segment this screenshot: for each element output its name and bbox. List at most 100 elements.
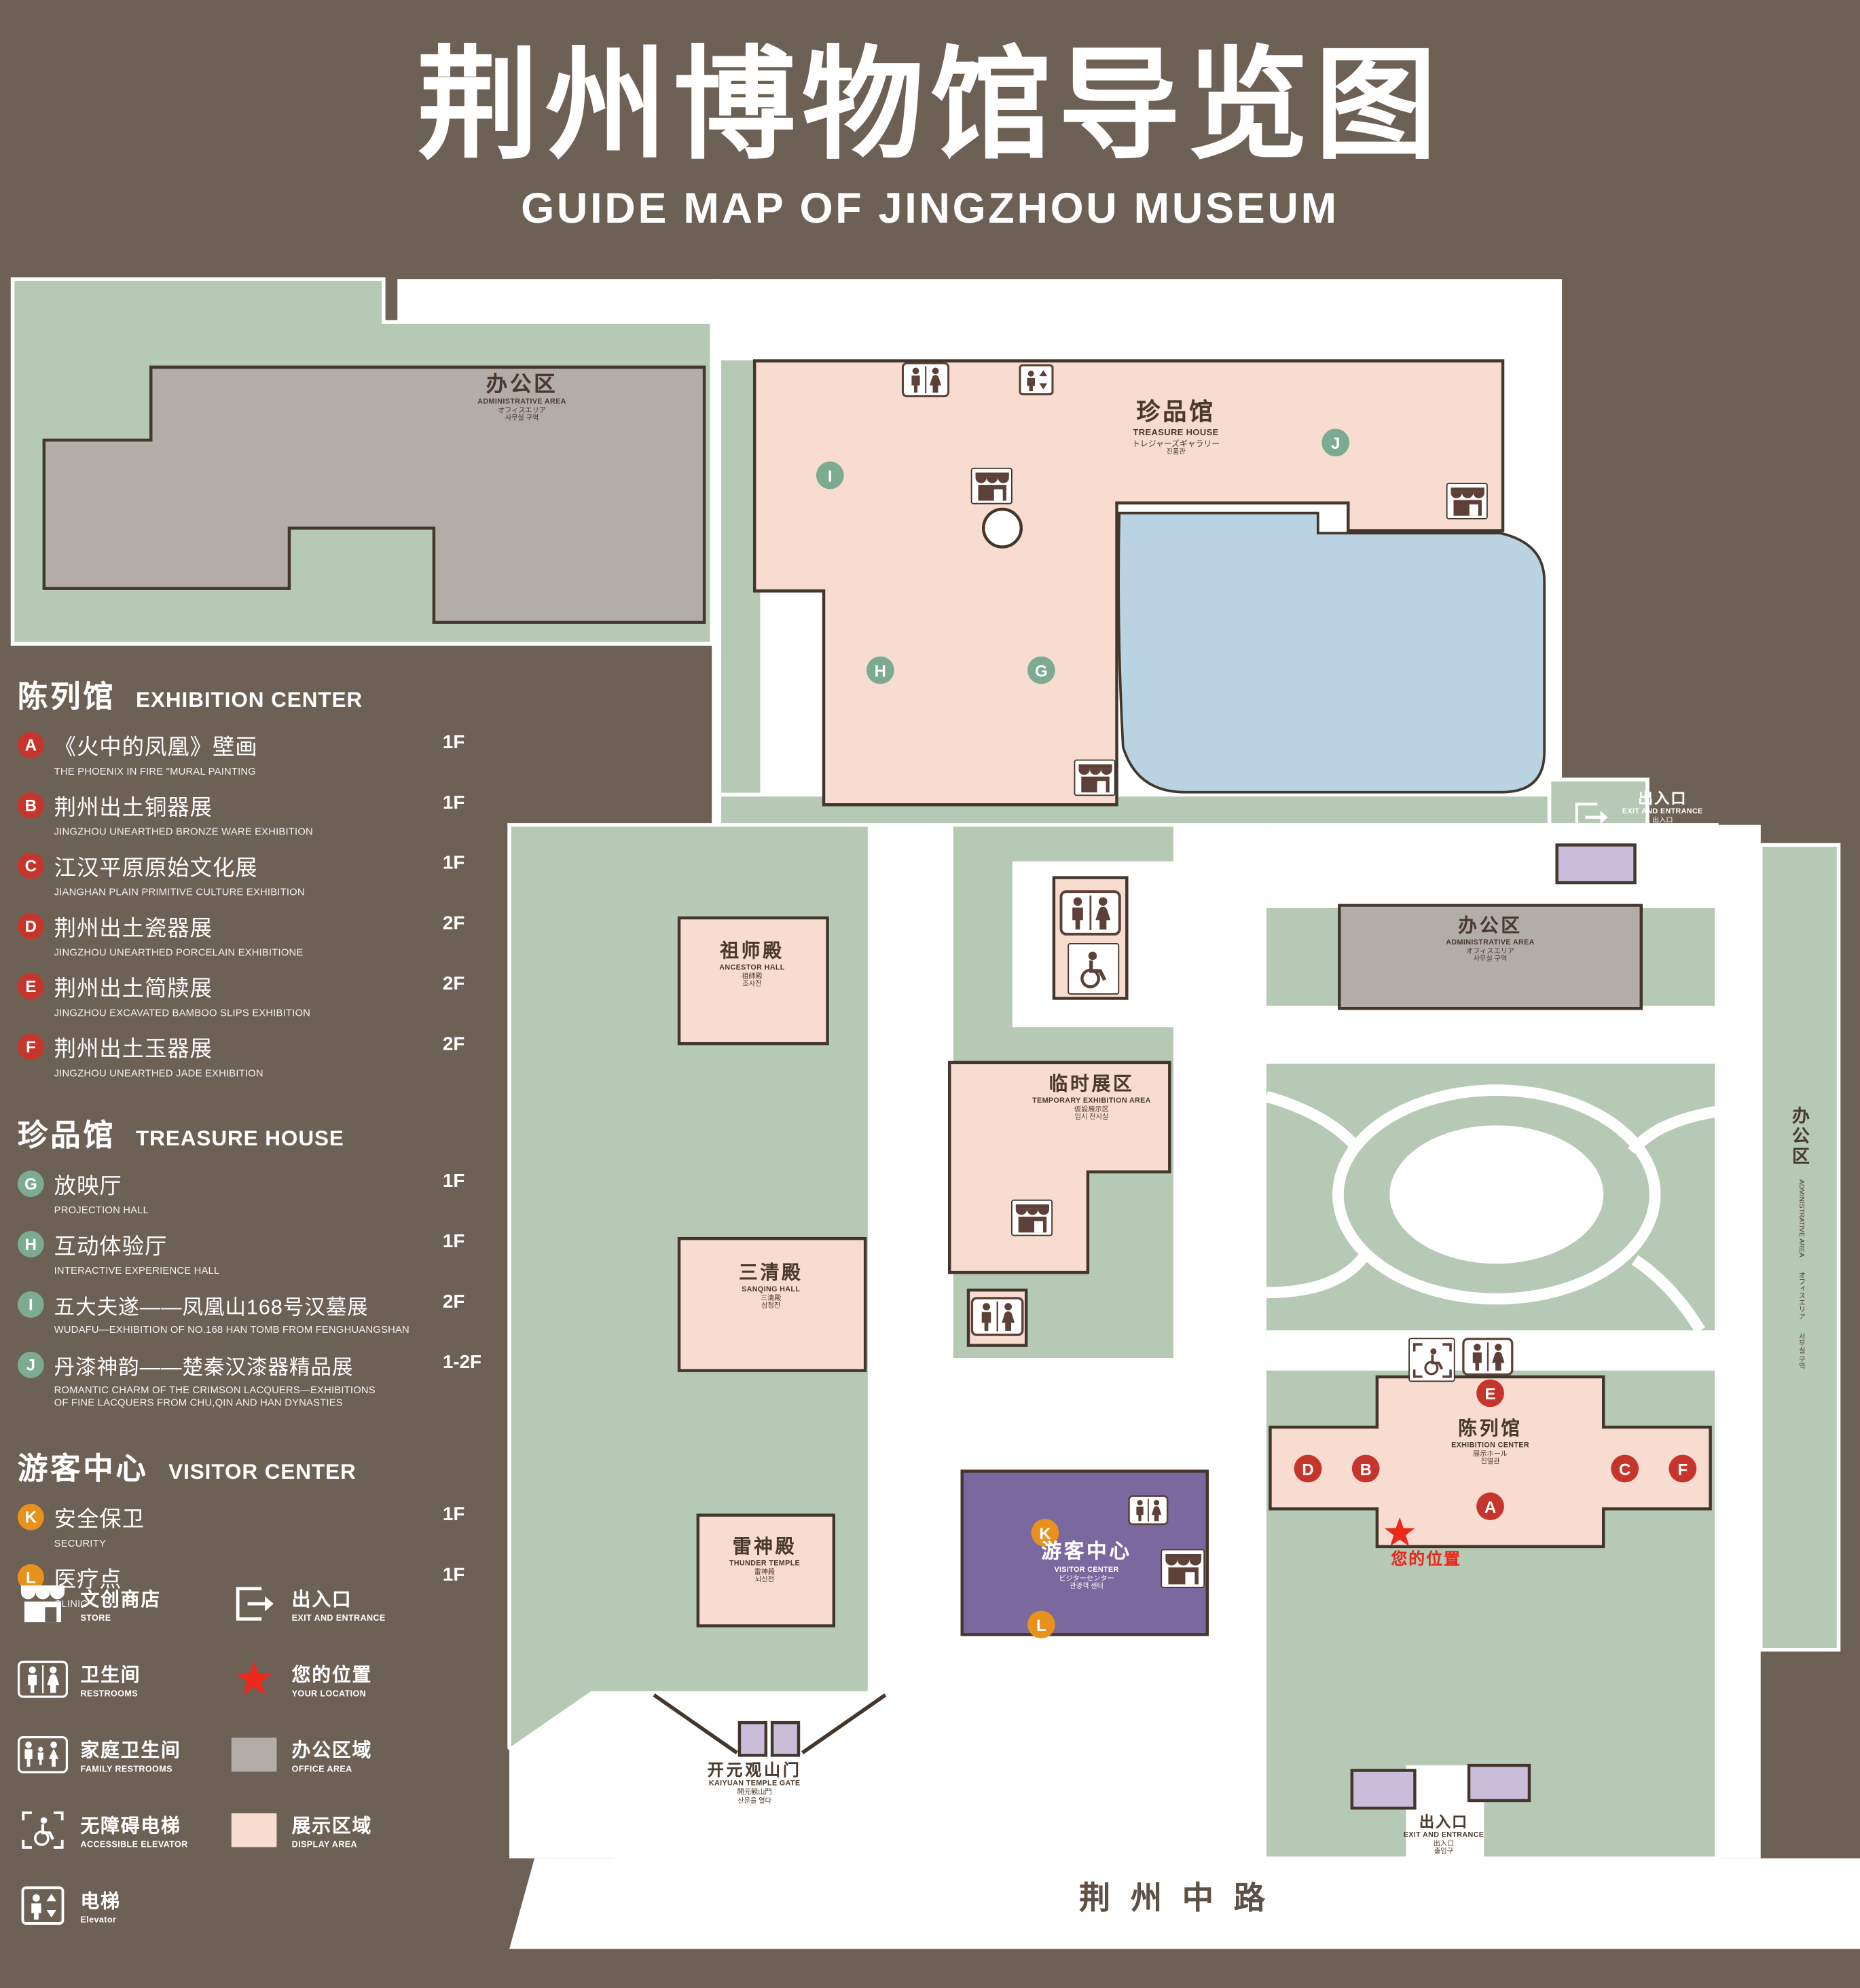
marker-badge-B: B [17,792,44,819]
admin-building-topleft [42,365,706,624]
legend-exit: 出入口 EXIT AND ENTRANCE [229,1584,449,1623]
ancestor-hall-building [677,916,829,1046]
marker-badge-K: K [17,1503,44,1530]
pond [1117,511,1546,794]
list-item-B: B 荆州出土铜器展 JINGZHOU UNEARTHED BRONZE WARE… [17,791,515,851]
label-road: 荆州中路 [1078,1881,1285,1917]
map-marker-D: D [1294,1454,1322,1483]
label-exhibition-center: 陈列馆 EXHIBITION CENTER 展示ホール 진열관 [1451,1418,1529,1467]
section-header: 陈列馆 EXHIBITION CENTER [17,680,363,714]
elevator-icon [1019,362,1054,397]
marker-badge-C: C [17,852,44,879]
thunder-temple-building [696,1513,836,1627]
list-item-D: D 荆州出土瓷器展 JINGZHOU UNEARTHED PORCELAIN E… [17,912,515,972]
restroom-icon [900,362,951,398]
legend-elevator: 电梯 Elevator [18,1886,238,1925]
label-temporary-exhibition: 临时展区 TEMPORARY EXHIBITION AREA 仮設展示区 임시 … [1032,1073,1151,1122]
map-marker-F: F [1668,1454,1697,1483]
map-marker-B: B [1351,1454,1380,1483]
sanqing-hall-building [677,1236,867,1372]
store-icon [1010,1199,1053,1236]
exit-icon [229,1584,279,1623]
poster-title: 荆州博物馆导览图 [416,36,1444,174]
treasure-house-building [752,359,1505,807]
accessible-elevator-icon [18,1811,68,1849]
legend-grid: 文创商店 STORE 出入口 EXIT AND ENTRANCE 卫生间 RES… [17,1575,515,1977]
your-location-star-icon [1383,1516,1416,1549]
rotunda [981,507,1023,549]
legend-display-area: 展示区域 DISPLAY AREA [229,1811,449,1849]
road [509,1858,1860,1949]
store-icon [970,467,1013,504]
label-treasure-house: 珍品馆 TREASURE HOUSE トレジャーズギャラリー 진품관 [1132,399,1220,457]
map-marker-I: I [816,461,844,490]
buildings [42,359,1712,1810]
store-icon [1074,759,1116,796]
label-ancestor-hall: 祖师殿 ANCESTOR HALL 祖師殿 조사전 [719,940,785,989]
map-marker-C: C [1611,1454,1639,1483]
marker-badge-D: D [17,913,44,940]
display-area-swatch [229,1811,279,1849]
label-thunder-temple: 雷神殿 THUNDER TEMPLE 雷神殿 뇌신전 [729,1536,801,1585]
list-item-F: F 荆州出土玉器展 JINGZHOU UNEARTHED JADE EXHIBI… [17,1032,515,1092]
label-your-location: 您的位置 [1391,1549,1461,1568]
marker-badge-A: A [17,731,44,758]
section-exhibition-center: 陈列馆 EXHIBITION CENTER A 《火中的凤凰》壁画 THE PH… [17,671,515,1092]
label-exit-top: 出入口 EXIT AND ENTRANCE 出入口 출입구 [1622,790,1703,833]
marker-badge-G: G [17,1171,44,1198]
marker-badge-J: J [17,1351,44,1378]
exit-top-structure [1555,843,1637,885]
map-marker-E: E [1476,1379,1504,1407]
legend-restrooms: 卫生间 RESTROOMS [17,1660,238,1699]
gate-walls [653,1693,887,1754]
restroom-icon [1128,1494,1169,1526]
marker-badge-H: H [17,1231,44,1257]
poster-subtitle: GUIDE MAP OF JINGZHOU MUSEUM [521,185,1339,233]
admin-building-right [1338,904,1643,1010]
label-admin-topleft: 办公区 ADMINISTRATIVE AREA オフィスエリア 사무실 구역 [477,372,566,423]
section-header: 珍品馆 TREASURE HOUSE [17,1119,344,1154]
legend-store: 文创商店 STORE [18,1584,238,1623]
label-admin-right: 办公区 ADMINISTRATIVE AREA オフィスエリア 사무실 구역 [1446,915,1535,963]
garden-paths [1264,1084,1718,1333]
list-item-H: H 互动体验厅 INTERACTIVE EXPERIENCE HALL 1F [17,1230,515,1290]
label-exit-bottom: 出入口 EXIT AND ENTRANCE 出入口 출입구 [1403,1813,1484,1857]
exhibition-center-building [1269,1375,1712,1549]
list-item-A: A 《火中的凤凰》壁画 THE PHOENIX IN FIRE "MURAL P… [17,731,515,791]
list-item-G: G 放映厅 PROJECTION HALL 1F [17,1169,515,1230]
label-visitor-center: 游客中心 VISITOR CENTER ビジターセンター 관광객 센터 [1041,1541,1132,1591]
office-area-swatch [229,1735,279,1774]
section-treasure-house: 珍品馆 TREASURE HOUSE G 放映厅 PROJECTION HALL… [17,1110,515,1426]
label-admin-side: 办公区 ADMINISTRATIVE AREA オフィスエリア 사무실 구역 [1791,1106,1811,1369]
marker-badge-F: F [17,1033,44,1061]
label-sanqing-hall: 三清殿 SANQING HALL 三清殿 삼청전 [738,1262,803,1310]
legend-accessible-elevator: 无障碍电梯 ACCESSIBLE ELEVATOR [18,1811,238,1849]
legend-your-location: 您的位置 YOUR LOCATION [229,1660,449,1699]
your-location-star-icon [229,1660,279,1699]
list-item-E: E 荆州出土简牍展 JINGZHOU EXCAVATED BAMBOO SLIP… [17,972,515,1033]
legend-sidebar: 陈列馆 EXHIBITION CENTER A 《火中的凤凰》壁画 THE PH… [17,671,515,1623]
elevator-icon [18,1886,68,1925]
list-item-I: I 五大夫遂——凤凰山168号汉墓展 WUDAFU—EXHIBITION OF … [17,1290,515,1350]
restroom-icon [970,1295,1024,1338]
list-item-C: C 江汉平原原始文化展 JIANGHAN PLAIN PRIMITIVE CUL… [17,851,515,912]
list-item-L: L 医疗点 CLINIC 1F [17,1563,515,1623]
map-marker-G: G [1027,656,1055,684]
list-item-J: J 丹漆神韵——楚秦汉漆器精品展 ROMANTIC CHARM OF THE C… [17,1350,515,1426]
store-icon [1446,483,1488,519]
accessible-elevator-icon [1408,1338,1455,1382]
gate-pillar-left [737,1720,768,1757]
temporary-exhibition-building [947,1061,1171,1274]
leg end-family-restrooms: 家庭卫生间 FAMILY RESTROOMS [17,1735,238,1774]
section-header: 游客中心 VISITOR CENTER [17,1452,357,1486]
exit-bottom-structure-right [1467,1763,1531,1803]
restroom-icon [17,1660,69,1699]
poster-header: 荆州博物馆导览图 GUIDE MAP OF JINGZHOU MUSEUM [0,5,1860,234]
accessible-restroom-icon [1068,942,1120,995]
marker-badge-E: E [17,973,44,1000]
map-marker-J: J [1321,428,1350,457]
restroom-icon [1461,1338,1514,1376]
family-restroom-icon [17,1735,69,1774]
